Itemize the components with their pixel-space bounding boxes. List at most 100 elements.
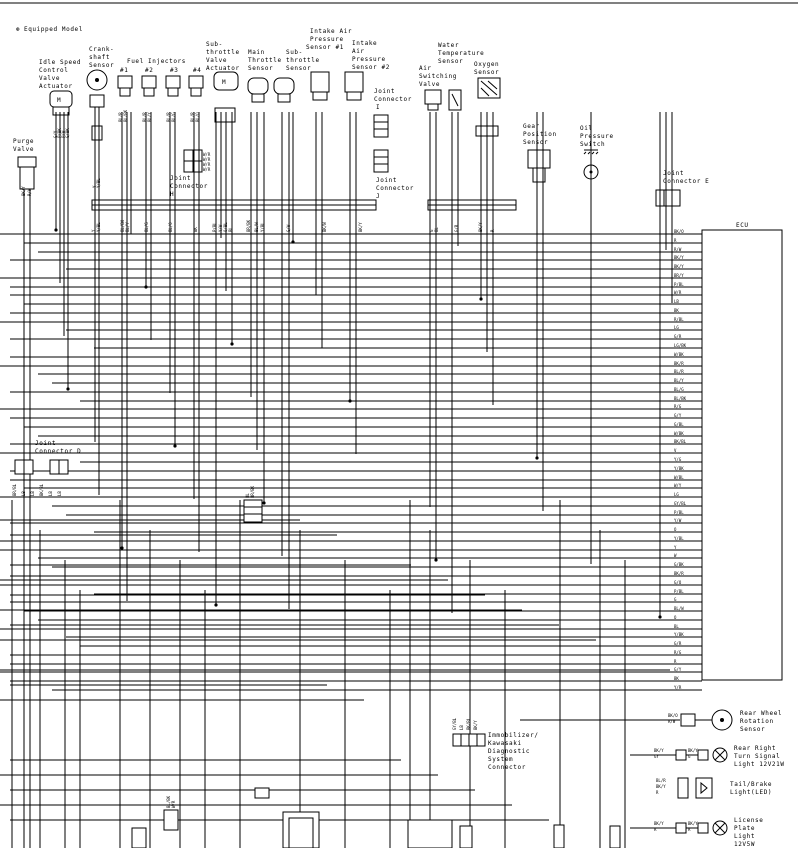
air-switching-label: Air Switching Valve bbox=[419, 65, 457, 88]
wiring-harness bbox=[0, 112, 702, 848]
legend-label: Equipped Model bbox=[24, 26, 83, 33]
bus-wire-color: BK/Y bbox=[358, 222, 363, 232]
svg-text:Purge: Purge bbox=[13, 138, 34, 145]
bus-wire-color: Y/W bbox=[218, 224, 223, 232]
joint-d-wire-color: BR/BL bbox=[12, 483, 17, 496]
bus-wire-color: BR/BK bbox=[246, 219, 251, 232]
svg-text:Sensor #1: Sensor #1 bbox=[306, 44, 344, 51]
ecu-block: ECU bbox=[701, 222, 783, 681]
svg-text:J: J bbox=[376, 193, 380, 200]
wire-junction bbox=[144, 285, 148, 289]
wire-junction bbox=[214, 603, 218, 607]
license-wire-color: R bbox=[688, 827, 691, 832]
tail-brake-wire-color: R bbox=[656, 790, 659, 795]
ecu-pin-label: Y/BK bbox=[674, 466, 684, 471]
ecu-pin-label: R/W bbox=[674, 247, 682, 252]
immobilizer-label: Immobilizer/ Kawasaki Diagnostic System … bbox=[488, 732, 538, 771]
oil-pressure-label: Oil Pressure Switch bbox=[580, 125, 613, 148]
svg-text:License: License bbox=[734, 817, 764, 824]
immobilizer-wire-color: BK/Y bbox=[473, 720, 478, 730]
joint-h-wire-color: W/R bbox=[203, 167, 211, 172]
purge-valve-label: Purge Valve bbox=[13, 138, 34, 153]
svg-text:Switching: Switching bbox=[419, 73, 457, 80]
bus-wire-color: BK/Y bbox=[478, 222, 483, 232]
ecu-pin-label: R bbox=[674, 659, 677, 664]
svg-text:Sub-: Sub- bbox=[206, 41, 223, 48]
svg-text:Oil: Oil bbox=[580, 125, 593, 132]
svg-text:Crank-: Crank- bbox=[89, 46, 114, 53]
bus-wire-color: BL/BK bbox=[120, 219, 125, 232]
bus-wire-color: BL/W bbox=[254, 222, 259, 232]
ecu-pin-label: BL/Y bbox=[674, 378, 684, 383]
gear-position-sensor-symbol bbox=[527, 149, 551, 183]
ecu-pin-label: G/BL bbox=[674, 422, 684, 427]
bus-wire-color: O/BL bbox=[223, 222, 228, 232]
wire-junction bbox=[348, 399, 352, 403]
tail-brake-wire-color: BK/Y bbox=[656, 784, 666, 789]
crankshaft-sensor-symbol bbox=[86, 69, 108, 210]
svg-text:Connector: Connector bbox=[170, 183, 208, 190]
joint-i-label: Joint Connector I bbox=[374, 88, 411, 111]
joint-d-wire-color: LB bbox=[57, 491, 62, 496]
svg-text:Joint: Joint bbox=[170, 175, 191, 182]
bottom-connector-wire-color: W/R bbox=[171, 800, 176, 808]
svg-text:Air: Air bbox=[352, 48, 365, 55]
ecu-pin-label: BK/O bbox=[674, 229, 684, 234]
svg-text:Joint: Joint bbox=[376, 177, 397, 184]
purge-valve-wire-color: R/W bbox=[27, 188, 32, 196]
wire-junction bbox=[66, 387, 70, 391]
svg-text:Sensor: Sensor bbox=[523, 139, 548, 146]
license-wire-color: BK/Y bbox=[654, 821, 664, 826]
svg-text:Gear: Gear bbox=[523, 123, 540, 130]
ecu-pin-label: LG bbox=[674, 325, 679, 330]
joint-d-wire-color: LB bbox=[21, 491, 26, 496]
svg-text:Valve: Valve bbox=[39, 75, 60, 82]
injector-wire-color: BL/BK bbox=[123, 109, 128, 122]
air-switching-valve-symbol bbox=[424, 89, 442, 111]
wire-junction bbox=[291, 240, 295, 244]
bus-wire-color: BL/O bbox=[168, 222, 173, 232]
mid-connector-wire-color: BL bbox=[245, 493, 250, 498]
bus-wire-color: Y/BL bbox=[260, 222, 265, 232]
ecu-pin-labels: BK/ORR/WBK/YBK/YBR/YP/BLW/RLBBKR/BLLGG/R… bbox=[674, 229, 687, 690]
ecu-pin-label: BK/BL bbox=[674, 439, 687, 444]
svg-text:Connector E: Connector E bbox=[663, 178, 709, 185]
gear-position-label: Gear Position Sensor bbox=[523, 123, 556, 146]
ecu-pin-label: G/Y bbox=[674, 667, 682, 672]
wire-junction bbox=[658, 615, 662, 619]
ecu-pin-label: BK/Y bbox=[674, 264, 684, 269]
injector-wire-color: BL/G bbox=[171, 112, 176, 122]
ecu-pin-label: Y/G bbox=[674, 457, 682, 462]
legend-symbol: ⊛ bbox=[16, 26, 20, 33]
joint-h-wire-color: W/R bbox=[203, 157, 211, 162]
immobilizer-wire-color: BK/BL bbox=[466, 717, 471, 730]
intake-air-2-label: Intake Air Pressure Sensor #2 bbox=[352, 40, 389, 71]
svg-text:Sub-: Sub- bbox=[286, 49, 303, 56]
svg-text:Kawasaki: Kawasaki bbox=[488, 740, 522, 747]
svg-text:Valve: Valve bbox=[206, 57, 227, 64]
svg-text:Throttle: Throttle bbox=[248, 57, 282, 64]
ecu-pin-label: GY/BL bbox=[674, 501, 687, 506]
injector-wire-color: BL/Y bbox=[147, 112, 152, 122]
throttle-sensor-symbols bbox=[247, 77, 295, 103]
idle-speed-wire-color: P/BK bbox=[57, 128, 62, 138]
bus-wire-color: G/W bbox=[286, 224, 291, 232]
injector-wire-color: BL/R bbox=[190, 112, 195, 122]
crankshaft-wire-color: Y bbox=[92, 185, 97, 188]
svg-text:Water: Water bbox=[438, 42, 459, 49]
wire-junction bbox=[230, 342, 234, 346]
crankshaft-label: Crank- shaft Sensor bbox=[89, 46, 114, 69]
ecu-pin-label: Y/BK bbox=[674, 632, 684, 637]
ecu-pin-label: R/BL bbox=[674, 317, 684, 322]
purge-valve-wire-color: BK/Y bbox=[21, 186, 26, 196]
rear-turn-wire-color: GY bbox=[654, 754, 659, 759]
bottom-connector-wire-color: BL/BK bbox=[166, 795, 171, 808]
ecu-pin-label: G/R bbox=[674, 334, 682, 339]
ecu-pin-label: BK/R bbox=[674, 361, 684, 366]
svg-text:Intake Air: Intake Air bbox=[310, 28, 352, 35]
license-wire-color: BK/Y bbox=[688, 821, 698, 826]
joint-connector-i-symbol bbox=[373, 114, 389, 138]
svg-text:Pressure: Pressure bbox=[310, 36, 344, 43]
ecu-label: ECU bbox=[736, 222, 749, 229]
ecu-pin-label: W bbox=[674, 553, 677, 558]
